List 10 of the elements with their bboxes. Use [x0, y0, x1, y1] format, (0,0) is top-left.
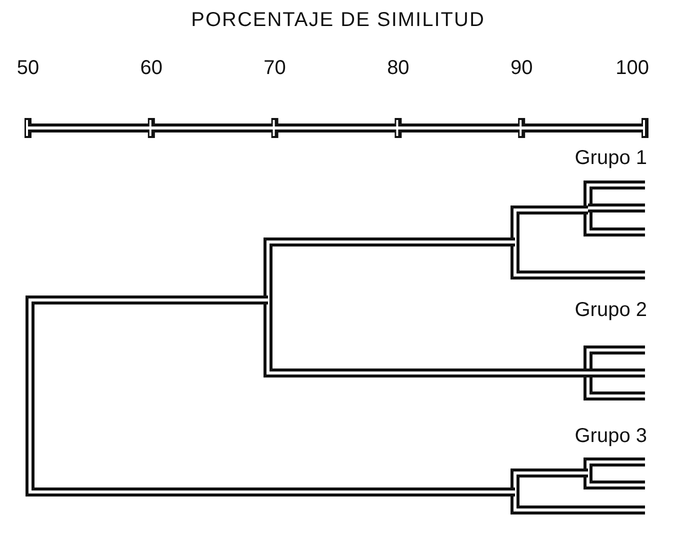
axis-title: PORCENTAJE DE SIMILITUD: [191, 10, 485, 30]
group-label: Grupo 3: [574, 426, 647, 446]
tick-label: 90: [510, 58, 533, 78]
group-label: Grupo 1: [574, 148, 647, 168]
tick-label: 50: [16, 58, 40, 78]
tick-label: 80: [387, 58, 410, 78]
tick-label: 60: [140, 58, 163, 78]
tick-label: 100: [616, 58, 649, 78]
tick-label: 70: [264, 58, 286, 78]
group-label: Grupo 2: [574, 300, 647, 320]
